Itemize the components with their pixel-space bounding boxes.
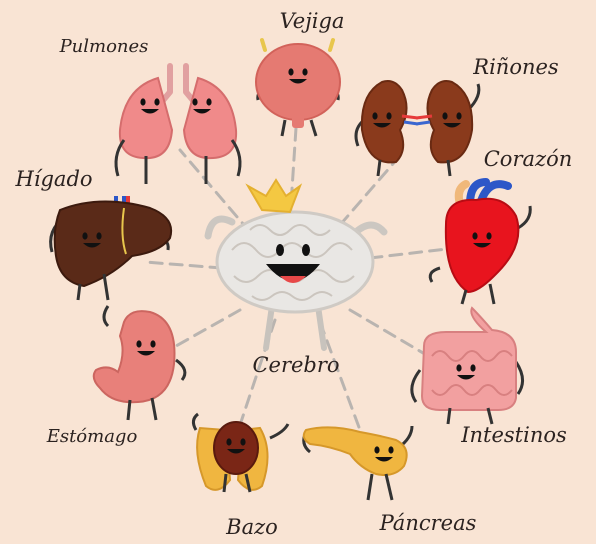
- liver-illustration: [51, 196, 172, 300]
- label-higado: Hígado: [14, 167, 92, 191]
- label-pulmones: Pulmones: [59, 36, 149, 57]
- label-pancreas: Páncreas: [379, 511, 477, 535]
- label-cerebro: Cerebro: [252, 353, 339, 377]
- stomach-illustration: [94, 306, 185, 420]
- heart-illustration: [430, 182, 530, 304]
- kidneys-illustration: [356, 81, 479, 176]
- lungs-illustration: [116, 66, 240, 184]
- intestines-illustration: [412, 308, 523, 424]
- label-bazo: Bazo: [225, 515, 278, 539]
- label-intestinos: Intestinos: [460, 423, 567, 447]
- crown-icon: [248, 180, 300, 212]
- connector-intestinos: [350, 310, 435, 360]
- label-rinones: Riñones: [472, 55, 559, 79]
- connector-higado: [145, 262, 222, 268]
- label-estomago: Estómago: [46, 426, 138, 447]
- pancreas-illustration: [304, 426, 412, 500]
- bladder-illustration: [256, 40, 340, 136]
- spleen-illustration: [193, 414, 288, 492]
- label-corazon: Corazón: [484, 147, 573, 171]
- connector-corazon: [370, 248, 455, 258]
- label-vejiga: Vejiga: [280, 9, 345, 33]
